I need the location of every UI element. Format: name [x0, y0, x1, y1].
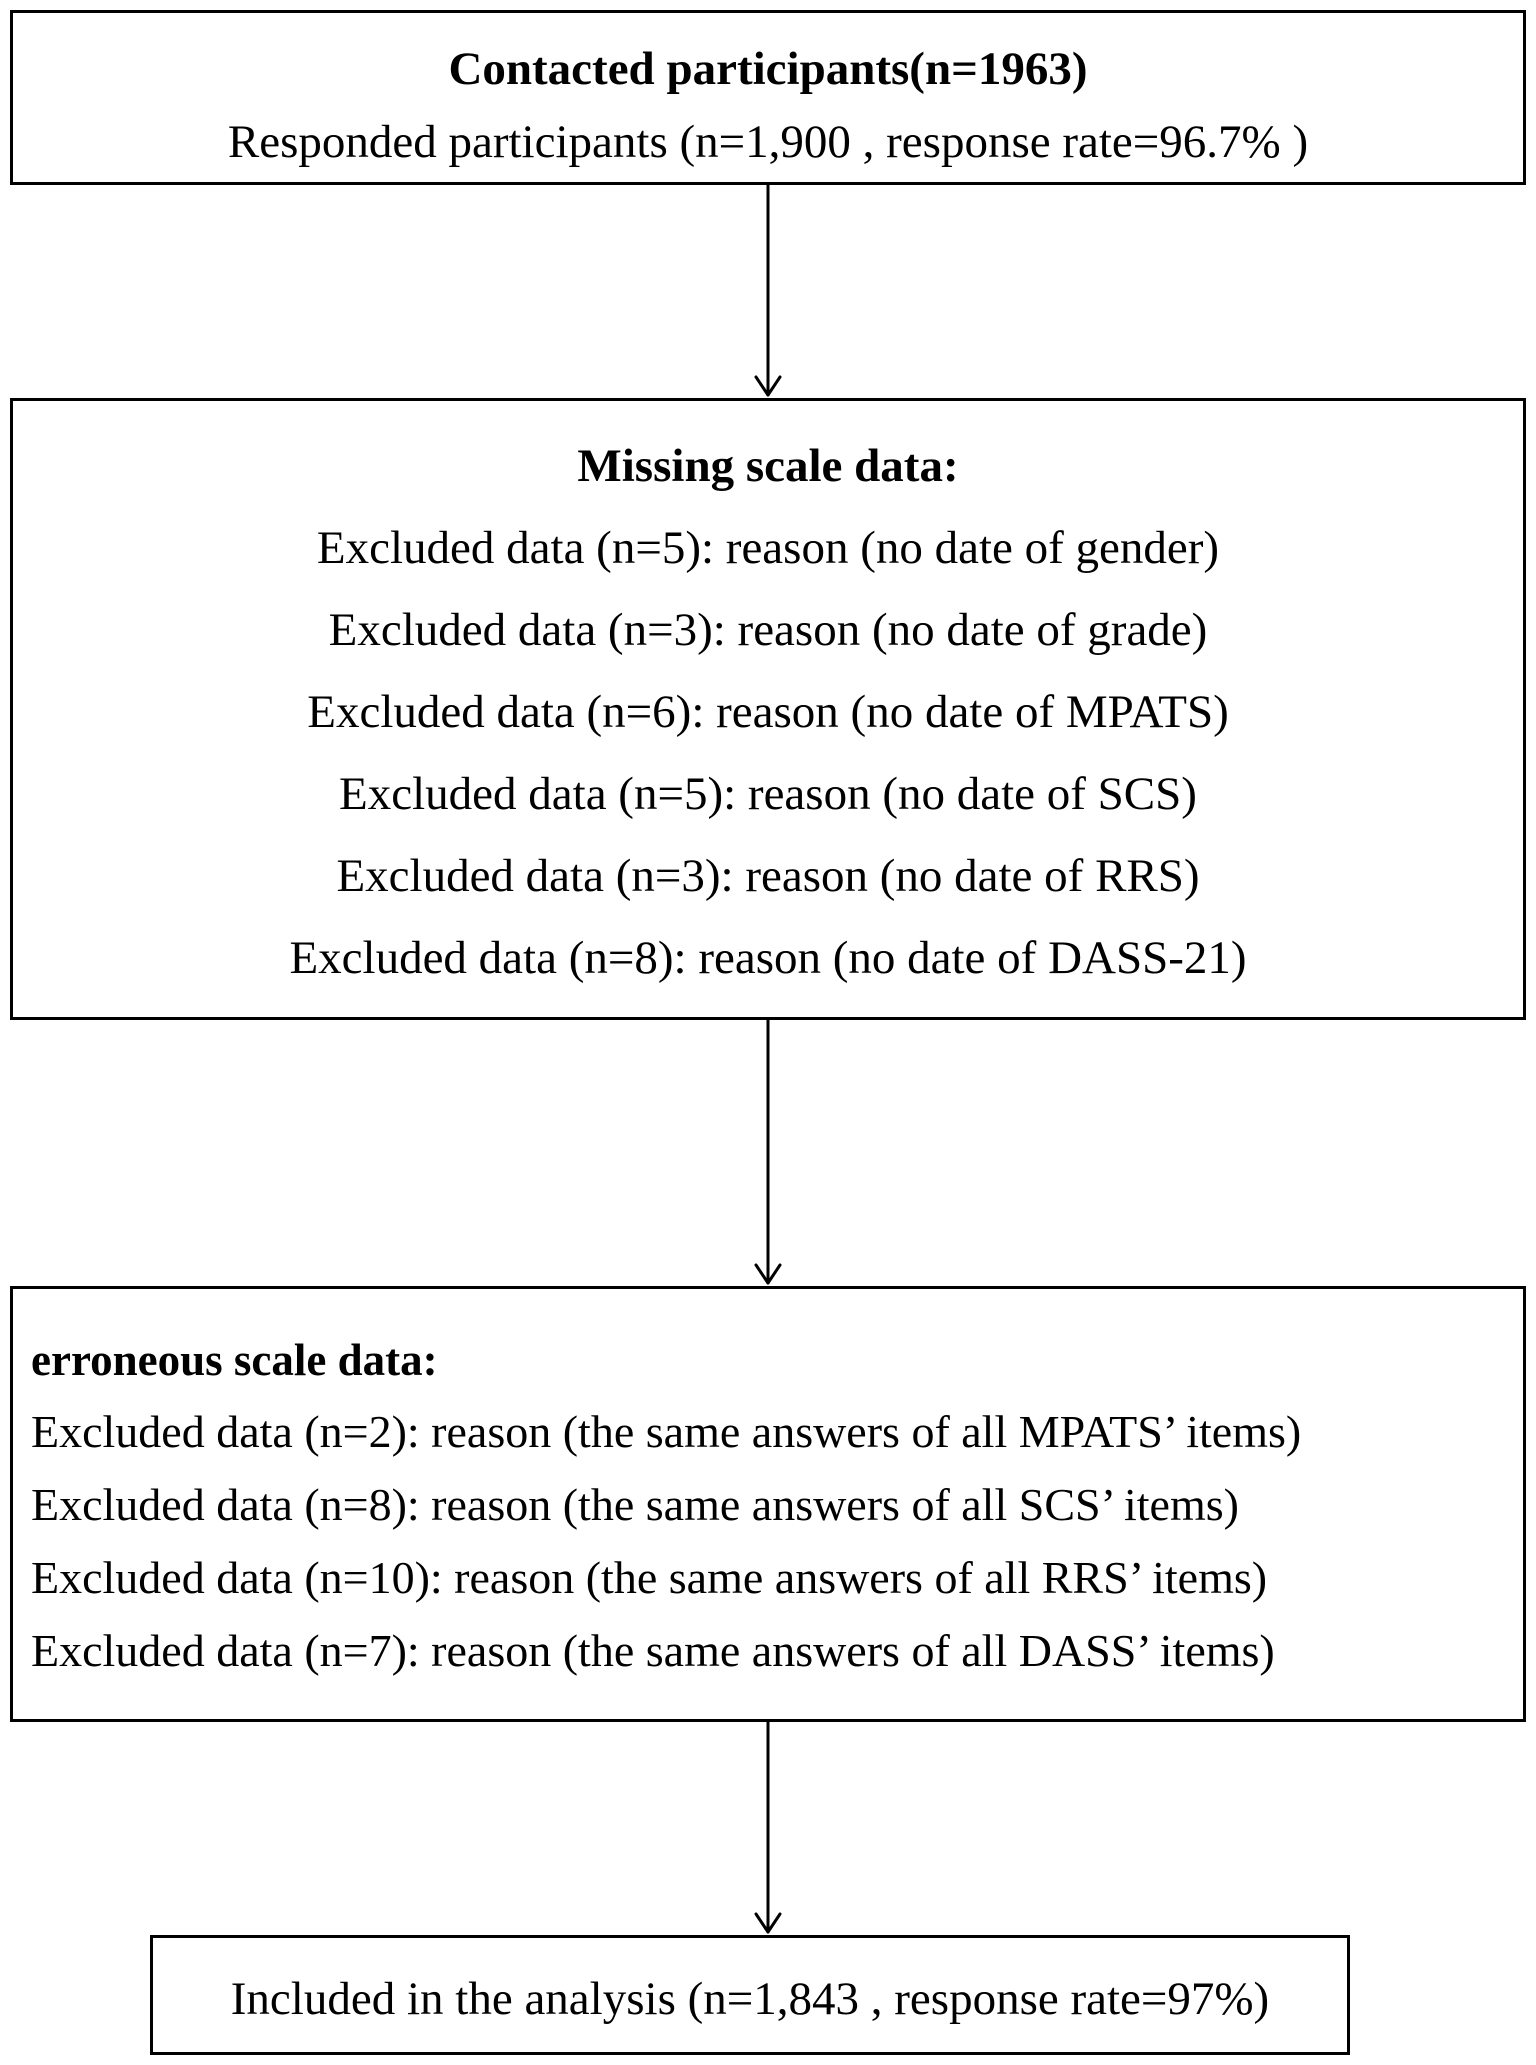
erroneous-data-row: Excluded data (n=2): reason (the same an… [31, 1406, 1302, 1457]
responded-participants-text: Responded participants (n=1,900 , respon… [227, 116, 1309, 168]
arrow-head-icon [754, 1263, 782, 1285]
arrow-box1-to-box2 [754, 183, 782, 397]
missing-data-row: Excluded data (n=5): reason (no date of … [339, 768, 1197, 820]
included-analysis-text: Included in the analysis (n=1,843 , resp… [230, 1973, 1270, 2025]
erroneous-scale-data-heading: erroneous scale data: [31, 1335, 438, 1385]
missing-scale-data-heading: Missing scale data: [577, 440, 959, 492]
erroneous-scale-data-box: erroneous scale data: Excluded data (n=2… [10, 1286, 1526, 1722]
arrow-box2-to-box3 [754, 1018, 782, 1285]
erroneous-data-row: Excluded data (n=7): reason (the same an… [31, 1625, 1275, 1676]
missing-data-row: Excluded data (n=6): reason (no date of … [307, 686, 1229, 738]
arrow-box3-to-box4 [754, 1720, 782, 1934]
missing-data-row: Excluded data (n=3): reason (no date of … [328, 604, 1208, 656]
erroneous-data-row: Excluded data (n=8): reason (the same an… [31, 1479, 1239, 1530]
missing-data-row: Excluded data (n=3): reason (no date of … [336, 850, 1200, 902]
missing-data-row: Excluded data (n=5): reason (no date of … [316, 522, 1220, 574]
contacted-participants-title: Contacted participants(n=1963) [448, 43, 1088, 95]
missing-data-row: Excluded data (n=8): reason (no date of … [289, 932, 1247, 984]
included-analysis-box: Included in the analysis (n=1,843 , resp… [150, 1935, 1350, 2055]
arrow-head-icon [754, 375, 782, 397]
missing-scale-data-box: Missing scale data: Excluded data (n=5):… [10, 398, 1526, 1020]
erroneous-data-row: Excluded data (n=10): reason (the same a… [31, 1552, 1268, 1603]
arrow-head-icon [754, 1912, 782, 1934]
contacted-participants-box: Contacted participants(n=1963) Responded… [10, 10, 1526, 185]
